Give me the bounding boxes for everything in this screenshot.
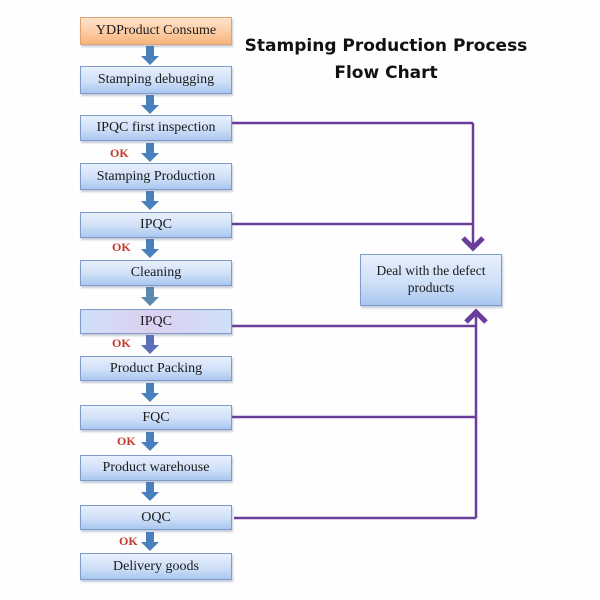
flow-arrow-4 <box>141 191 159 210</box>
step-stamping-debugging[interactable]: Stamping debugging <box>80 66 232 94</box>
step-fqc[interactable]: FQC <box>80 405 232 430</box>
chart-title-line1: Stamping Production Process <box>244 36 528 56</box>
step-ipqc-first-inspection[interactable]: IPQC first inspection <box>80 115 232 141</box>
reject-lines <box>232 121 488 520</box>
flow-arrow-7 <box>141 335 159 354</box>
flow-arrow-3 <box>141 143 159 162</box>
flow-arrow-8 <box>141 383 159 402</box>
step-ipqc-2[interactable]: IPQC <box>80 212 232 238</box>
flow-arrow-9 <box>141 432 159 451</box>
chart-title-line2: Flow Chart <box>334 63 438 83</box>
flow-arrow-1 <box>141 46 159 65</box>
ok-label-2: OK <box>112 240 131 254</box>
step-ipqc-3[interactable]: IPQC <box>80 309 232 334</box>
ok-label-5: OK <box>119 534 138 548</box>
flow-arrows <box>141 46 159 551</box>
flow-arrow-11 <box>141 532 159 551</box>
step-product-warehouse[interactable]: Product warehouse <box>80 455 232 481</box>
step-delivery-goods[interactable]: Delivery goods <box>80 553 232 580</box>
flow-arrow-6 <box>141 287 159 306</box>
step-oqc[interactable]: OQC <box>80 505 232 530</box>
step-stamping-production[interactable]: Stamping Production <box>80 163 232 190</box>
ok-label-3: OK <box>112 336 131 350</box>
ok-label-4: OK <box>117 434 136 448</box>
ok-label-1: OK <box>110 146 129 160</box>
step-product-packing[interactable]: Product Packing <box>80 356 232 381</box>
step-cleaning[interactable]: Cleaning <box>80 260 232 286</box>
defect-handling-box[interactable]: Deal with the defect products <box>360 254 502 306</box>
flow-arrow-10 <box>141 482 159 501</box>
flow-arrow-2 <box>141 95 159 114</box>
flow-arrow-5 <box>141 239 159 258</box>
step-ydproduct-consume[interactable]: YDProduct Consume <box>80 17 232 45</box>
